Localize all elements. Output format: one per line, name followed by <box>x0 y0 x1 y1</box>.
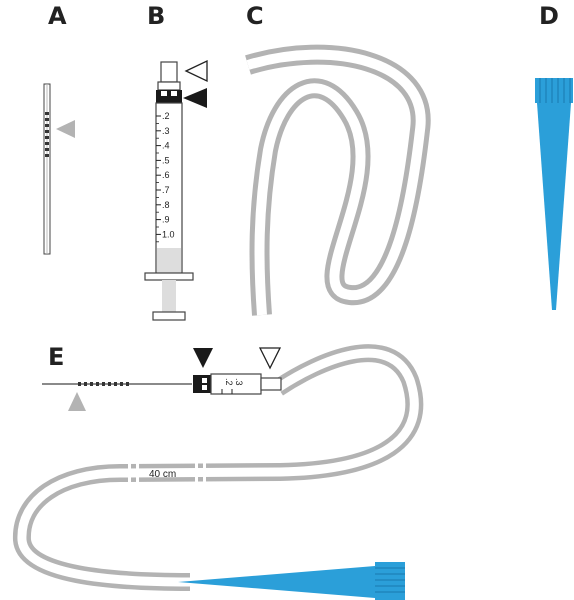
assembly-needle <box>42 382 192 386</box>
panel-letter-e: E <box>48 343 64 371</box>
syringe-filled-arrow <box>183 88 207 108</box>
syringe <box>144 61 194 321</box>
assembly-syringe-scale-label: .2 <box>224 378 234 386</box>
assembly-pipette-tip <box>178 562 405 600</box>
syringe-scale-label: .5 <box>162 155 170 165</box>
syringe-scale-label: .7 <box>162 185 170 195</box>
tube-length-label: 40 cm <box>149 469 176 480</box>
tubing <box>245 44 431 316</box>
syringe-scale-label: .6 <box>162 170 170 180</box>
assembly-open-arrow <box>258 347 282 370</box>
panel-letter-d: D <box>539 2 559 30</box>
syringe-scale-label: .4 <box>162 141 170 151</box>
assembly-syringe-scale: .2.3 <box>221 378 244 394</box>
syringe-scale-label: .3 <box>162 126 170 136</box>
syringe-scale-label: .9 <box>162 215 170 225</box>
syringe-scale-label: .8 <box>162 200 170 210</box>
assembly-needle-marker-arrow <box>68 392 86 411</box>
needle <box>43 83 51 255</box>
assembly-tubing <box>12 344 424 591</box>
assembly-syringe-scale-label: .3 <box>234 378 244 386</box>
pipette-tip <box>535 78 573 310</box>
syringe-scale-label: 1.0 <box>162 229 175 239</box>
needle-depth-marks <box>45 112 49 157</box>
needle-marker-arrow <box>56 120 75 138</box>
syringe-open-arrow <box>184 59 208 83</box>
assembly-filled-arrow <box>193 348 213 368</box>
syringe-scale-label: .2 <box>162 111 170 121</box>
panel-letter-c: C <box>246 2 264 30</box>
assembly-syringe <box>193 373 282 395</box>
panel-letter-b: B <box>147 2 165 30</box>
syringe-scale: .2 .3 .4 .5 .6 .7 .8 .9 1.0 <box>156 111 175 243</box>
panel-letter-a: A <box>48 2 67 30</box>
